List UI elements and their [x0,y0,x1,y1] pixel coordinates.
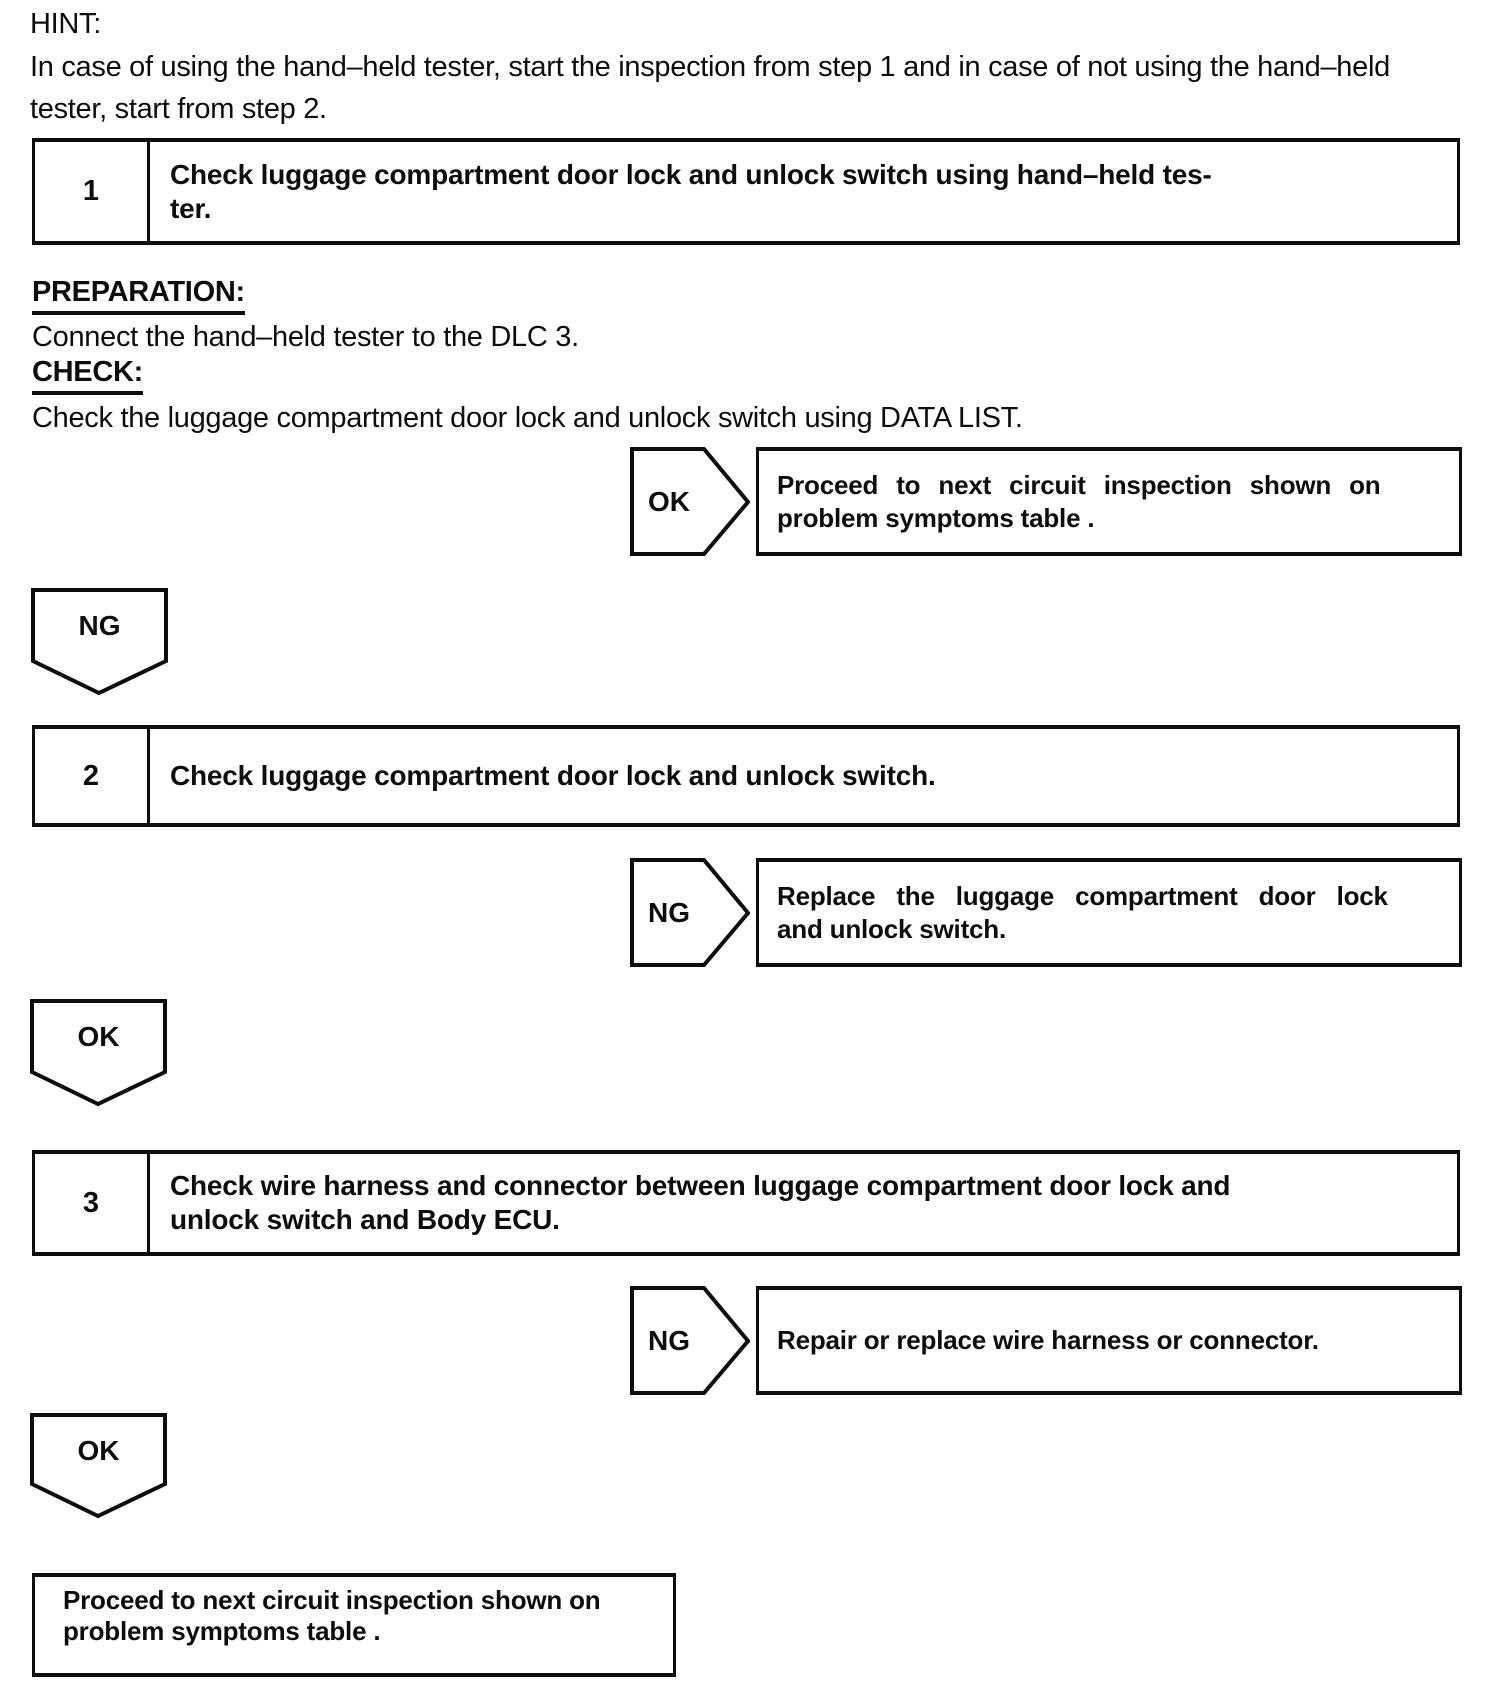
ng-label: NG [648,896,690,928]
step-3-number: 3 [35,1154,150,1252]
right-arrow-pentagon-icon [630,447,750,556]
result-box-ok1: Proceed to next circuit inspection shown… [756,447,1462,556]
text-line: unlock switch and Body ECU. [170,1204,560,1235]
text-line: In case of using the hand–held tester, s… [30,51,1390,83]
result-box-ng3: Repair or replace wire harness or connec… [756,1286,1462,1395]
text-line: Repair or replace wire harness or connec… [777,1325,1319,1355]
text-line: Proceed to next circuit inspection shown… [63,1585,601,1615]
ng-arrow-step2: NG [630,858,750,967]
ok-label: OK [77,1021,120,1052]
text-line: Replace the luggage compartment door loc… [777,880,1388,911]
ng-label: NG [648,1324,690,1356]
down-pentagon-icon [31,588,168,696]
check-text: Check the luggage compartment door lock … [32,402,1023,434]
preparation-text: Connect the hand–held tester to the DLC … [32,321,579,353]
ng-connector-down-step1: NG [31,588,168,696]
step-3-title: Check wire harness and connector between… [150,1154,1457,1252]
step-2-number: 2 [35,729,150,823]
text-line: ter. [170,192,212,224]
check-heading: CHECK: [32,356,143,395]
text-line: Check luggage compartment door lock and … [170,760,936,791]
ok-label: OK [77,1435,120,1466]
ok-arrow-step1: OK [630,447,750,556]
result-box-ng2: Replace the luggage compartment door loc… [756,858,1462,967]
ok-label: OK [648,485,690,517]
step-3-box: 3 Check wire harness and connector betwe… [32,1150,1460,1256]
text-line: problem symptoms table . [777,502,1095,533]
text-line: Proceed to next circuit inspection shown… [777,469,1381,500]
text-line: tester, start from step 2. [30,93,327,125]
text-line: Check wire harness and connector between… [170,1170,1231,1201]
preparation-heading: PREPARATION: [32,276,245,315]
right-arrow-pentagon-icon [630,858,750,967]
step-1-number: 1 [35,142,150,241]
text-line: and unlock switch. [777,913,1006,944]
text-line: problem symptoms table . [63,1616,381,1646]
step-1-box: 1 Check luggage compartment door lock an… [32,138,1460,245]
ok-connector-down-step2: OK [30,999,167,1107]
step-2-box: 2 Check luggage compartment door lock an… [32,725,1460,827]
right-arrow-pentagon-icon [630,1286,750,1395]
hint-paragraph: In case of using the hand–held tester, s… [30,46,1390,130]
step-1-title: Check luggage compartment door lock and … [150,142,1457,241]
ng-label: NG [78,610,121,641]
text-line: Check luggage compartment door lock and … [170,158,1212,190]
ok-connector-down-step3: OK [30,1413,167,1521]
down-pentagon-icon [30,1413,167,1519]
ng-arrow-step3: NG [630,1286,750,1395]
final-proceed-box: Proceed to next circuit inspection shown… [32,1573,676,1677]
step-2-title: Check luggage compartment door lock and … [150,729,1457,823]
hint-heading: HINT: [30,8,102,40]
down-pentagon-icon [30,999,167,1107]
